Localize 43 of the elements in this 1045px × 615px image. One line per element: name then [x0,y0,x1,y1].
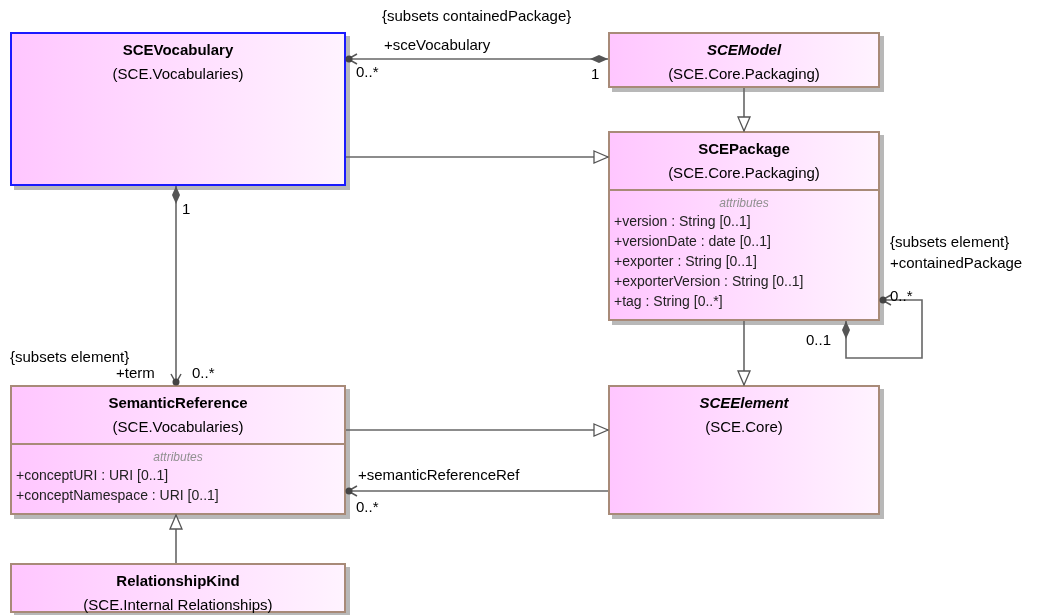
generalization-arrow [737,320,751,386]
package-name: (SCE.Core) [705,417,783,437]
multiplicity-label: 0..* [356,62,379,82]
composition-arrow [842,294,923,359]
generalization-arrow [345,423,609,437]
attribute-text: +exporter : String [0..1] [614,252,758,271]
package-name: (SCE.Vocabularies) [112,417,244,437]
class-name: SCEVocabulary [122,40,234,60]
multiplicity-label: 0..* [192,363,215,383]
generalization-arrow [345,150,609,164]
package-name: (SCE.Internal Relationships) [83,595,273,615]
multiplicity-label: 1 [182,199,191,219]
class-name: RelationshipKind [116,571,240,591]
multiplicity-label: 0..* [356,497,379,517]
association-arrow [344,485,609,497]
role-label: +sceVocabulary [384,35,491,55]
role-label: +term [116,364,155,383]
attribute-text: +tag : String [0..*] [614,292,724,311]
class-name: SCEModel [706,40,782,60]
role-label: +containedPackage [890,253,1023,273]
package-name: (SCE.Core.Packaging) [668,64,820,84]
constraint-label: {subsets element} [890,232,1010,252]
attribute-text: +exporterVersion : String [0..1] [614,272,805,291]
constraint-label: {subsets element} [10,347,130,367]
class-name: SCEPackage [698,139,790,159]
package-name: (SCE.Core.Packaging) [668,163,820,183]
composition-arrow [344,53,609,65]
multiplicity-label: 0..* [890,286,913,306]
attribute-text: +conceptURI : URI [0..1] [16,466,170,485]
attribute-text: +versionDate : date [0..1] [614,232,772,251]
generalization-arrow [737,87,751,132]
constraint-label: {subsets containedPackage} [382,6,572,26]
compartment-heading: attributes [153,449,203,465]
attribute-text: +version : String [0..1] [614,212,752,231]
multiplicity-label: 1 [591,64,600,84]
multiplicity-label: 0..1 [806,330,832,350]
generalization-arrow [169,514,183,564]
package-name: (SCE.Vocabularies) [112,64,244,84]
class-name: SCEElement [699,393,789,413]
class-name: SemanticReference [108,393,248,413]
attribute-text: +conceptNamespace : URI [0..1] [16,486,220,505]
composition-arrow [170,185,182,387]
compartment-heading: attributes [719,195,769,211]
